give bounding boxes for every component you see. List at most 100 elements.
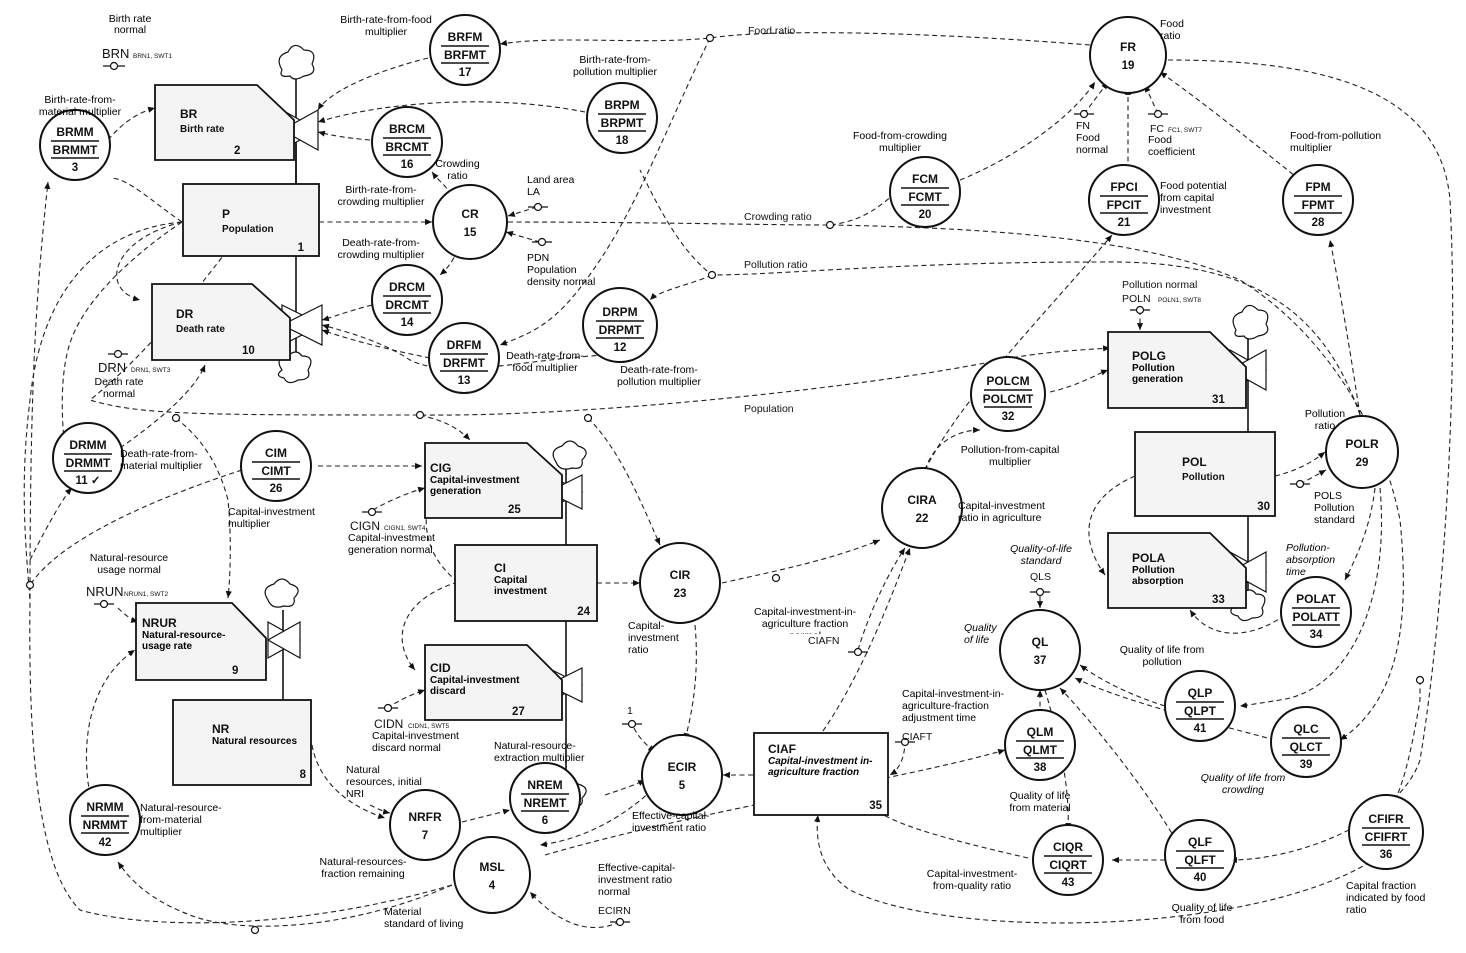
cign-desc: Capital-investment generation normal: [348, 532, 435, 556]
rate-nrur[interactable]: NRUR Natural-resource-usage rate 9: [135, 602, 267, 681]
circle-name: DRCM: [389, 280, 425, 294]
table-circle-drfm[interactable]: DRFM DRFMT 13: [428, 322, 500, 394]
rate-code: BR: [180, 107, 198, 121]
circle-number: 13: [458, 375, 471, 387]
constant-symbol-icon: [532, 237, 552, 247]
cign-sub: CIGN1, SWT4: [384, 525, 426, 532]
nrfr-desc: Natural-resources-fraction remaining: [319, 856, 407, 880]
ecirn-desc: Effective-capital-investment ratio norma…: [598, 862, 676, 898]
nrmm-desc: Natural-resource-from-material multiplie…: [140, 802, 222, 838]
cidn-desc: Capital-investment discard normal: [372, 730, 459, 754]
circle-name: ECIR: [668, 760, 697, 774]
rate-title: Birth rate: [180, 124, 225, 135]
constant-symbol-icon: [1148, 109, 1168, 119]
circle-number: 42: [99, 837, 112, 849]
circle-number: 17: [459, 67, 472, 79]
circle-outline: [1004, 709, 1076, 781]
circle-name: DRMM: [69, 438, 106, 452]
poln-sub: POLN1, SWT8: [1158, 297, 1201, 304]
qlc-desc: Quality of life from crowding: [1200, 772, 1286, 796]
fc-code: FC: [1150, 123, 1164, 135]
rate-number: 31: [1212, 394, 1225, 406]
circle-name: BRMM: [56, 125, 93, 139]
drfm-desc: Death-rate-from-food multiplier: [506, 350, 584, 374]
circle-outline: [639, 542, 721, 624]
circle-table: POLATT: [1292, 610, 1340, 624]
level-pollution[interactable]: POL Pollution 30: [1134, 431, 1276, 517]
circle-name: BRPM: [604, 98, 639, 112]
circle-number: 5: [679, 780, 686, 792]
circle-outline: [429, 14, 501, 86]
circle-outline: [1282, 164, 1354, 236]
circle-outline: [1325, 415, 1399, 489]
circle-name: QLM: [1027, 725, 1054, 739]
circle-name: FPCI: [1110, 180, 1137, 194]
rate-cig[interactable]: CIG Capital-investment generation 25: [424, 442, 563, 519]
rate-birth-rate[interactable]: BR Birth rate 2: [154, 84, 295, 161]
rate-code: CID: [430, 661, 451, 675]
circle-table: DRMMT: [66, 456, 111, 470]
rate-code: POLG: [1132, 349, 1166, 363]
rate-number: 2: [234, 145, 240, 157]
circle-name: DRFM: [447, 338, 482, 352]
circle-number: 34: [1310, 629, 1323, 641]
circle-table: NREMT: [524, 796, 567, 810]
poln-code: POLN: [1122, 293, 1151, 305]
circle-table: DRFMT: [443, 356, 486, 370]
circle-name: FCM: [912, 172, 938, 186]
rate-number: 33: [1212, 594, 1225, 606]
level-ciaf[interactable]: CIAF Capital-investment in-agriculture f…: [753, 732, 889, 816]
rate-pola[interactable]: POLA Pollution absorption 33: [1107, 532, 1247, 609]
aux-circle-ecir[interactable]: ECIR 5: [641, 734, 723, 816]
rate-polg[interactable]: POLG Pollution generation 31: [1107, 331, 1247, 409]
circle-number: 39: [1300, 759, 1313, 771]
crowding-ratio-label: Crowding ratio: [744, 211, 812, 223]
level-natural-resources[interactable]: NR Natural resources 8: [172, 699, 312, 786]
circle-name: QL: [1032, 635, 1049, 649]
source-cloud-icon: [552, 440, 587, 470]
rate-death-rate[interactable]: DR Death rate 10: [151, 283, 291, 361]
circle-number: 16: [401, 159, 414, 171]
level-capital-investment[interactable]: CI Capital investment 24: [454, 544, 598, 622]
rate-title: Pollution absorption: [1132, 565, 1184, 587]
rate-cid[interactable]: CID Capital-investment discard 27: [424, 644, 563, 721]
constant-symbol-icon: [378, 703, 398, 713]
circle-number: 28: [1312, 217, 1325, 229]
brmm-desc: Birth-rate-from-material multiplier: [38, 94, 122, 118]
msl-desc: Material standard of living: [384, 906, 464, 930]
cfifr-desc: Capital fraction indicated by food ratio: [1346, 880, 1426, 916]
circle-number: 14: [401, 317, 414, 329]
level-population[interactable]: P Population 1: [182, 183, 320, 257]
polcm-desc: Pollution-from-capital multiplier: [960, 444, 1060, 468]
circle-table: QLPT: [1184, 704, 1217, 718]
